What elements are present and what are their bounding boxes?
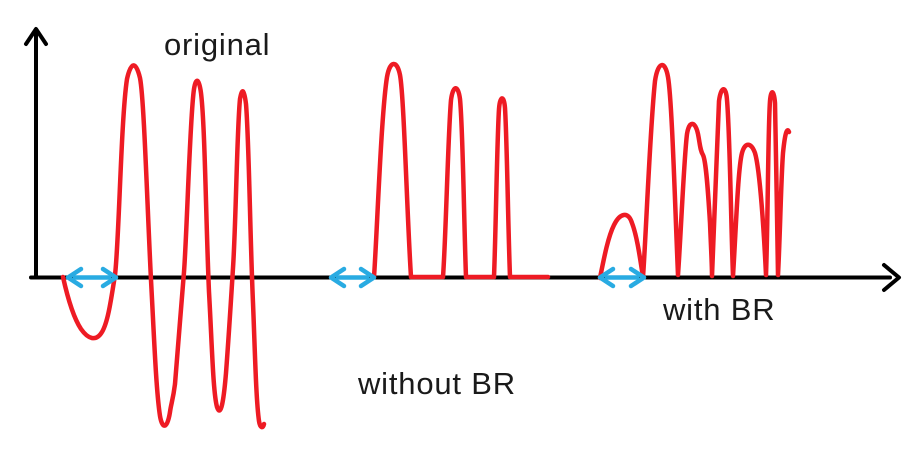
delay-arrow-with-br — [597, 266, 647, 289]
delay-arrow-original — [65, 266, 119, 289]
delay-arrow-original-right-head — [100, 266, 119, 289]
delay-arrow-without-br-right-head — [358, 266, 377, 289]
delay-arrow-with-br-right-head — [628, 266, 647, 289]
axes — [24, 27, 901, 292]
with-br-label: with BR — [663, 292, 776, 327]
without-br-label-line1: without BR — [358, 366, 516, 401]
original-label: original — [164, 27, 271, 62]
delay-arrow-with-br-left-head — [597, 266, 616, 289]
without-br-waveform — [371, 61, 551, 280]
with-br-waveform — [597, 62, 792, 281]
original-waveform — [60, 63, 267, 430]
x-axis-arrowhead — [882, 263, 901, 292]
delay-arrow-without-br — [328, 266, 377, 289]
y-axis-arrowhead — [24, 27, 48, 46]
delay-arrow-without-br-left-head — [328, 266, 347, 289]
delay-arrow-original-left-head — [65, 266, 84, 289]
without-br-label: without BR (delayed) — [358, 291, 516, 464]
